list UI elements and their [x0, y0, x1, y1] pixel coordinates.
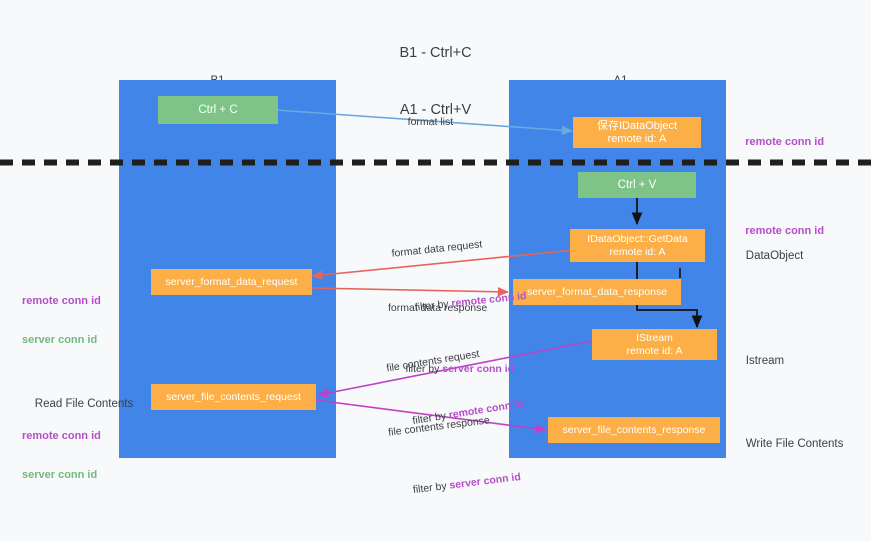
box-server-format-data-request[interactable]: server_format_data_request — [151, 269, 312, 295]
box-server-format-data-response-label: server_format_data_response — [526, 285, 668, 298]
box-server-file-contents-response[interactable]: server_file_contents_response — [548, 417, 720, 443]
box-ctrl-c-label: Ctrl + C — [198, 103, 238, 116]
edge-label-file-contents-response: file contents response filter by server … — [384, 383, 527, 541]
box-istream-line2: remote id: A — [626, 344, 683, 357]
side-label-left-remote-conn-id-mid: remote conn id — [22, 295, 101, 307]
side-label-left-conn-ids-bottom: remote conn id server conn id — [22, 404, 101, 508]
box-server-file-contents-response-label: server_file_contents_response — [562, 423, 706, 436]
side-label-dataobject-text: DataObject — [745, 250, 804, 262]
diagram-canvas: B1 - Ctrl+C A1 - Ctrl+V B1 connection A1… — [0, 45, 871, 496]
side-label-left-conn-ids-mid: remote conn id server conn id — [22, 269, 101, 373]
side-label-dataobject: DataObject — [733, 237, 804, 276]
side-label-read-file-contents: Read File Contents — [22, 385, 133, 424]
side-label-left-remote-conn-id-bottom: remote conn id — [22, 430, 101, 442]
box-idataobject-getdata-line2: remote id: A — [609, 245, 666, 258]
box-server-file-contents-request[interactable]: server_file_contents_request — [151, 384, 316, 410]
box-save-idataobject-line1: 保存IDataObject — [596, 119, 678, 132]
side-label-left-server-conn-id-mid: server conn id — [22, 334, 98, 346]
edge-label-format-data-response: format data response filter by server co… — [388, 273, 514, 418]
box-istream[interactable]: IStream remote id: A — [592, 329, 717, 360]
edge-label-format-data-response-text: format data response — [388, 302, 488, 314]
side-label-remote-conn-id-top: remote conn id — [733, 123, 824, 162]
box-ctrl-v-label: Ctrl + V — [617, 178, 657, 191]
edge-label-file-contents-response-text: file contents response — [387, 414, 491, 439]
side-label-write-file-contents-text: Write File Contents — [745, 438, 844, 450]
side-label-read-file-contents-text: Read File Contents — [34, 398, 134, 410]
edge-label-format-data-response-filter-key: server conn id — [442, 363, 515, 375]
side-label-remote-conn-id-mid-text: remote conn id — [745, 225, 825, 237]
side-label-remote-conn-id-top-text: remote conn id — [745, 136, 825, 148]
box-save-idataobject-line2: remote id: A — [607, 132, 667, 145]
side-label-istream: Istream — [733, 342, 784, 381]
box-server-file-contents-request-label: server_file_contents_request — [166, 390, 301, 403]
side-label-left-server-conn-id-bottom: server conn id — [22, 469, 98, 481]
box-idataobject-getdata-line1: IDataObject::GetData — [587, 232, 688, 245]
box-server-format-data-response[interactable]: server_format_data_response — [513, 279, 681, 305]
box-idataobject-getdata[interactable]: IDataObject::GetData remote id: A — [570, 229, 705, 262]
side-label-istream-text: Istream — [745, 355, 785, 367]
edge-label-format-list: format list — [396, 101, 454, 143]
box-ctrl-c[interactable]: Ctrl + C — [158, 96, 278, 124]
edge-label-file-contents-request-text: file contents request — [385, 347, 481, 375]
box-ctrl-v[interactable]: Ctrl + V — [578, 172, 696, 198]
box-server-format-data-request-label: server_format_data_request — [165, 275, 298, 288]
diagram-title-line1: B1 - Ctrl+C — [399, 45, 472, 61]
edge-label-format-list-text: format list — [407, 116, 454, 128]
side-label-write-file-contents: Write File Contents — [733, 425, 844, 464]
box-save-idataobject[interactable]: 保存IDataObject remote id: A — [573, 117, 701, 148]
edge-label-file-contents-response-filter-prefix: filter by — [412, 479, 451, 497]
edge-label-file-contents-response-filter-key: server conn id — [448, 470, 522, 492]
box-istream-line1: IStream — [636, 331, 673, 344]
edge-label-format-data-response-filter-prefix: filter by — [405, 363, 443, 375]
edge-label-format-data-request-text: format data request — [391, 238, 483, 260]
side-label-remote-conn-id-mid: remote conn id — [733, 212, 824, 251]
